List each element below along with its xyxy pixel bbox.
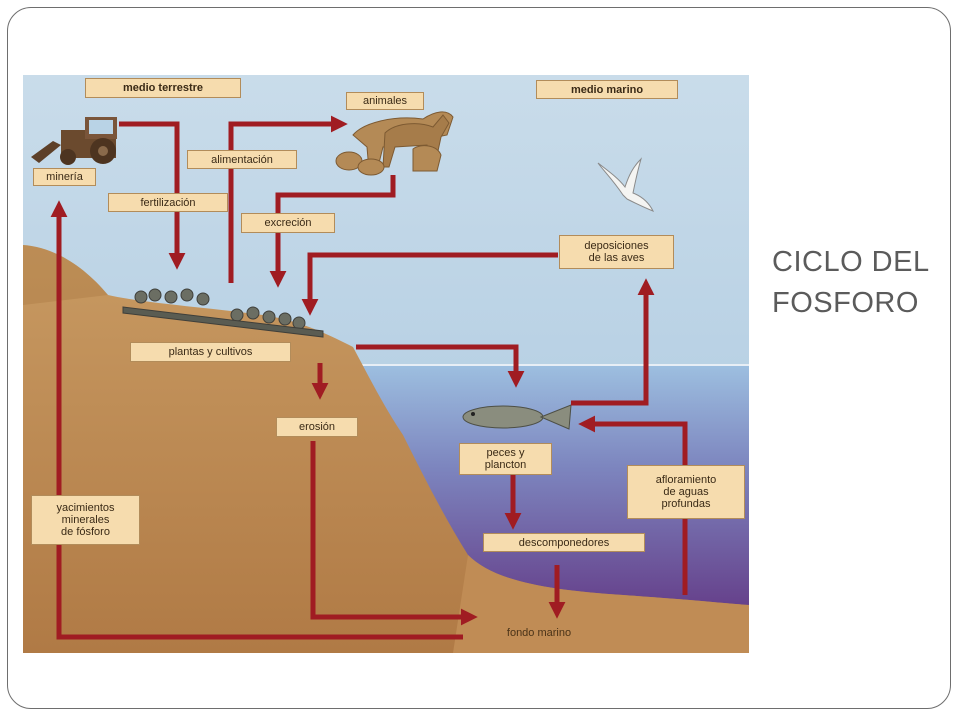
arrow-afloramiento: [578, 415, 688, 595]
arrow-excrecion: [269, 175, 396, 288]
label-medio-marino: medio marino: [536, 80, 678, 99]
arrow-aves: [571, 278, 655, 406]
sea-floor: [453, 555, 749, 653]
animals-icon: [335, 111, 454, 176]
label-excrecion: excreción: [241, 213, 335, 233]
label-deposiciones: deposiciones de las aves: [559, 235, 674, 269]
arrow-alimentacion: [228, 115, 348, 283]
plants-icon: [122, 288, 324, 338]
tractor-icon: [31, 117, 117, 165]
label-fertilizacion: fertilización: [108, 193, 228, 212]
arrow-deposiciones: [301, 252, 558, 316]
flow-arrows: [50, 115, 688, 640]
label-afloramiento: afloramiento de aguas profundas: [627, 465, 745, 519]
label-alimentacion: alimentación: [187, 150, 297, 169]
label-animales: animales: [346, 92, 424, 110]
bird-icon: [597, 157, 655, 212]
hill-shade: [23, 245, 108, 305]
label-mineria: minería: [33, 168, 96, 186]
slide-title: CICLO DEL FOSFORO: [772, 246, 930, 319]
arrow-erosion-fondo: [310, 441, 478, 626]
label-medio-terrestre: medio terrestre: [85, 78, 241, 98]
diagram-illustration: [23, 75, 749, 653]
arrow-fertilizacion: [119, 121, 186, 270]
label-erosion: erosión: [276, 417, 358, 437]
arrow-fondo-yacimientos: [50, 200, 463, 640]
fish-icon: [462, 404, 572, 430]
label-descomponedores: descomponedores: [483, 533, 645, 552]
label-plantas-cultivos: plantas y cultivos: [130, 342, 291, 362]
label-yacimientos: yacimientos minerales de fósforo: [31, 495, 140, 545]
label-fondo-marino: fondo marino: [506, 627, 572, 639]
label-peces-plancton: peces y plancton: [459, 443, 552, 475]
phosphorus-cycle-diagram: medio terrestre medio marino animales mi…: [23, 75, 749, 653]
arrow-plantas-peces: [356, 344, 525, 388]
